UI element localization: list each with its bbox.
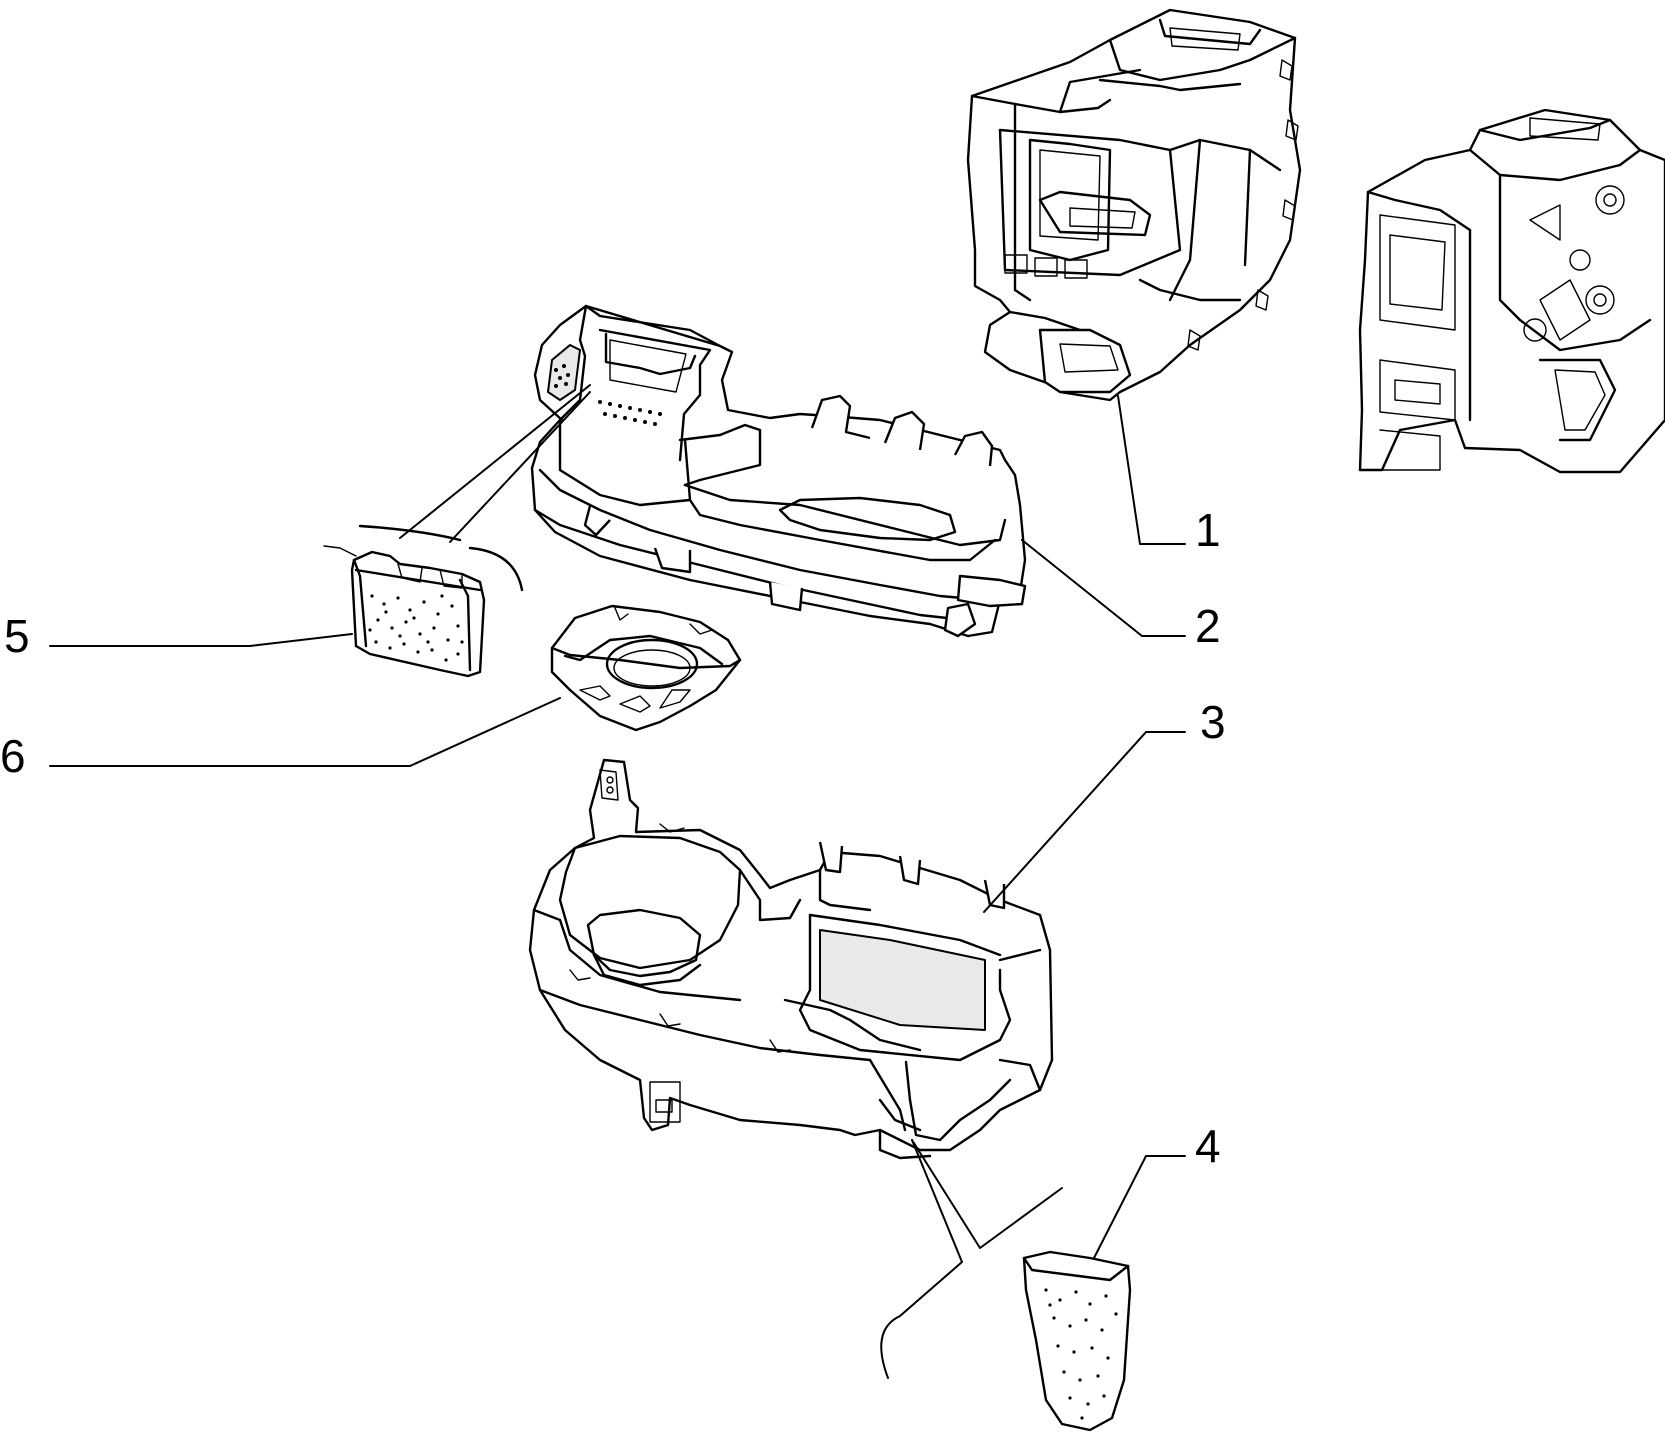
leader-4 — [1093, 1155, 1186, 1259]
leader-5 — [49, 633, 353, 647]
callout-3: 3 — [1200, 696, 1226, 748]
callout-4: 4 — [1195, 1120, 1221, 1172]
guide-line-4b — [880, 1139, 963, 1379]
part-3-lower-housing — [528, 758, 1054, 1160]
leader-1 — [1117, 395, 1186, 545]
callout-5: 5 — [4, 610, 30, 662]
guide-line-2 — [399, 384, 591, 539]
callout-1: 1 — [1195, 504, 1221, 556]
seal-texture-dots — [1044, 1288, 1118, 1420]
callout-2: 2 — [1195, 600, 1221, 652]
leader-6 — [49, 697, 561, 767]
part-1-upper-housing — [966, 8, 1302, 402]
part-6-fan-ring — [550, 604, 742, 732]
part-5-foam-filter — [323, 524, 524, 678]
callout-6: 6 — [0, 730, 26, 782]
assembled-unit-reference — [1358, 108, 1665, 474]
foam-texture-dots — [368, 594, 464, 662]
leader-3 — [983, 731, 1186, 913]
leader-2 — [1021, 539, 1186, 637]
guide-line-2b — [449, 391, 591, 543]
part-2-blower-cover — [530, 304, 1027, 638]
part-4-foam-seal — [1022, 1250, 1132, 1432]
callout-labels: 1 2 3 4 5 6 — [0, 504, 1226, 1172]
leader-lines — [49, 384, 1186, 1379]
grille-dots — [554, 364, 662, 426]
guide-line-4a — [911, 1139, 1063, 1249]
